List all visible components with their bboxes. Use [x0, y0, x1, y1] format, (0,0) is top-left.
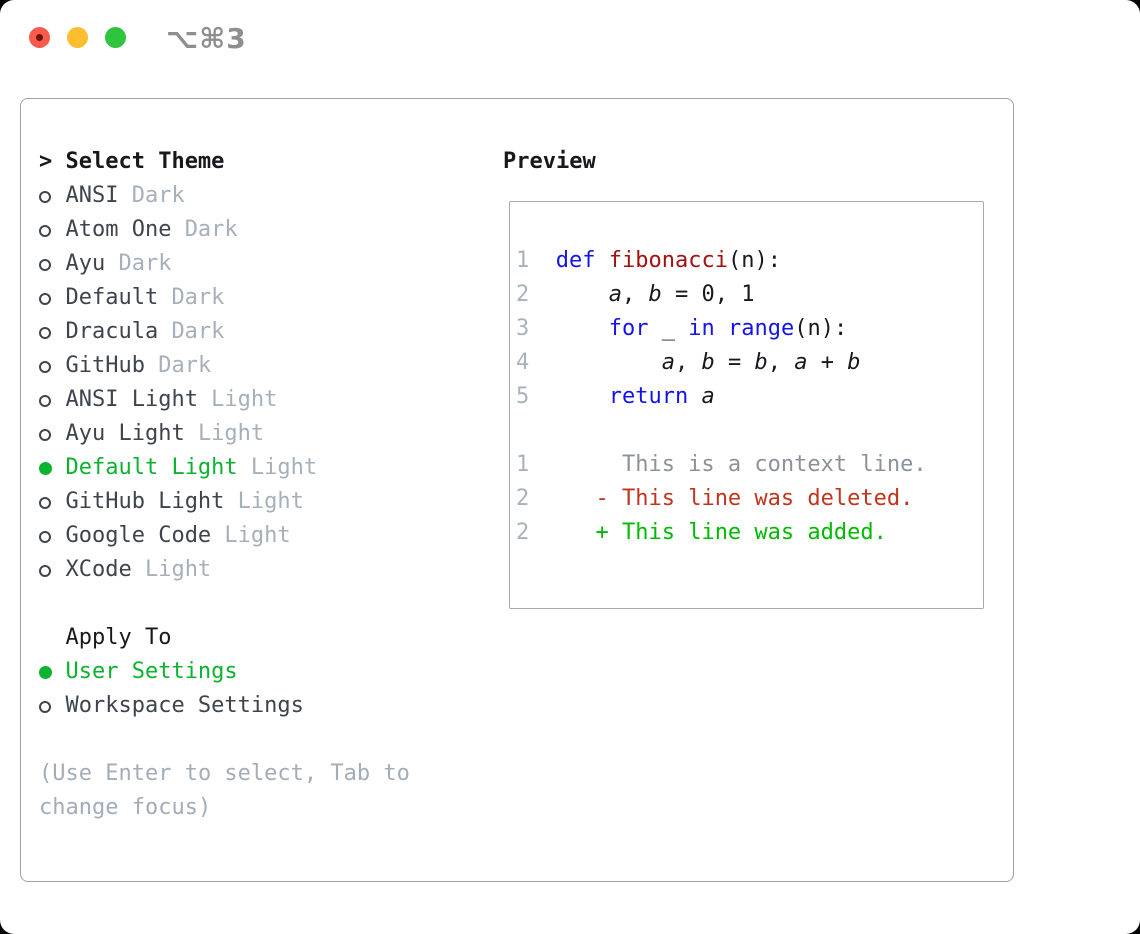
preview-title: Preview: [503, 149, 596, 174]
radio-empty-icon: [39, 553, 65, 587]
radio-empty-icon: [39, 417, 65, 451]
close-button[interactable]: [29, 27, 50, 48]
radio-empty-icon: [39, 281, 65, 315]
line-number: 3: [516, 316, 530, 341]
prompt-caret-icon: >: [39, 149, 53, 174]
line-number: 5: [516, 384, 530, 409]
radio-selected-icon: [39, 451, 65, 485]
radio-selected-icon: [39, 655, 65, 689]
select-theme-header: > Select Theme: [39, 145, 410, 179]
radio-empty-icon: [39, 349, 65, 383]
code-line: 2 a, b = 0, 1: [516, 278, 983, 312]
select-theme-title: Select Theme: [65, 149, 225, 174]
keyboard-hint: (Use Enter to select, Tab to change focu…: [39, 757, 410, 825]
titlebar: ⌥⌘3: [0, 0, 1140, 76]
diff-line-added: 2 + This line was added.: [516, 516, 983, 550]
preview-header: Preview: [503, 145, 596, 179]
line-number: 4: [516, 350, 530, 375]
diff-line-deleted: 2 - This line was deleted.: [516, 482, 983, 516]
radio-empty-icon: [39, 519, 65, 553]
radio-empty-icon: [39, 247, 65, 281]
apply-to-header: Apply To: [65, 625, 172, 650]
zoom-button[interactable]: [105, 27, 126, 48]
line-number: 2: [516, 282, 530, 307]
window-title: ⌥⌘3: [166, 22, 247, 55]
line-number: 1: [516, 452, 530, 477]
radio-empty-icon: [39, 179, 65, 213]
line-number: 1: [516, 248, 530, 273]
apply-option-user-settings[interactable]: User Settings: [39, 655, 410, 689]
code-line: 5 return a: [516, 380, 983, 414]
radio-empty-icon: [39, 689, 65, 723]
radio-empty-icon: [39, 315, 65, 349]
code-line: 4 a, b = b, a + b: [516, 346, 983, 380]
line-number: 2: [516, 520, 530, 545]
hint-line-1: (Use Enter to select, Tab to: [39, 761, 410, 786]
apply-option-workspace-settings[interactable]: Workspace Settings: [39, 689, 410, 723]
code-line: 3 for _ in range(n):: [516, 312, 983, 346]
blank-line: [516, 414, 983, 448]
diff-line-context: 1 This is a context line.: [516, 448, 983, 482]
radio-empty-icon: [39, 213, 65, 247]
radio-empty-icon: [39, 383, 65, 417]
line-number: 2: [516, 486, 530, 511]
minimize-button[interactable]: [67, 27, 88, 48]
hint-line-2: change focus): [39, 795, 212, 820]
radio-empty-icon: [39, 485, 65, 519]
